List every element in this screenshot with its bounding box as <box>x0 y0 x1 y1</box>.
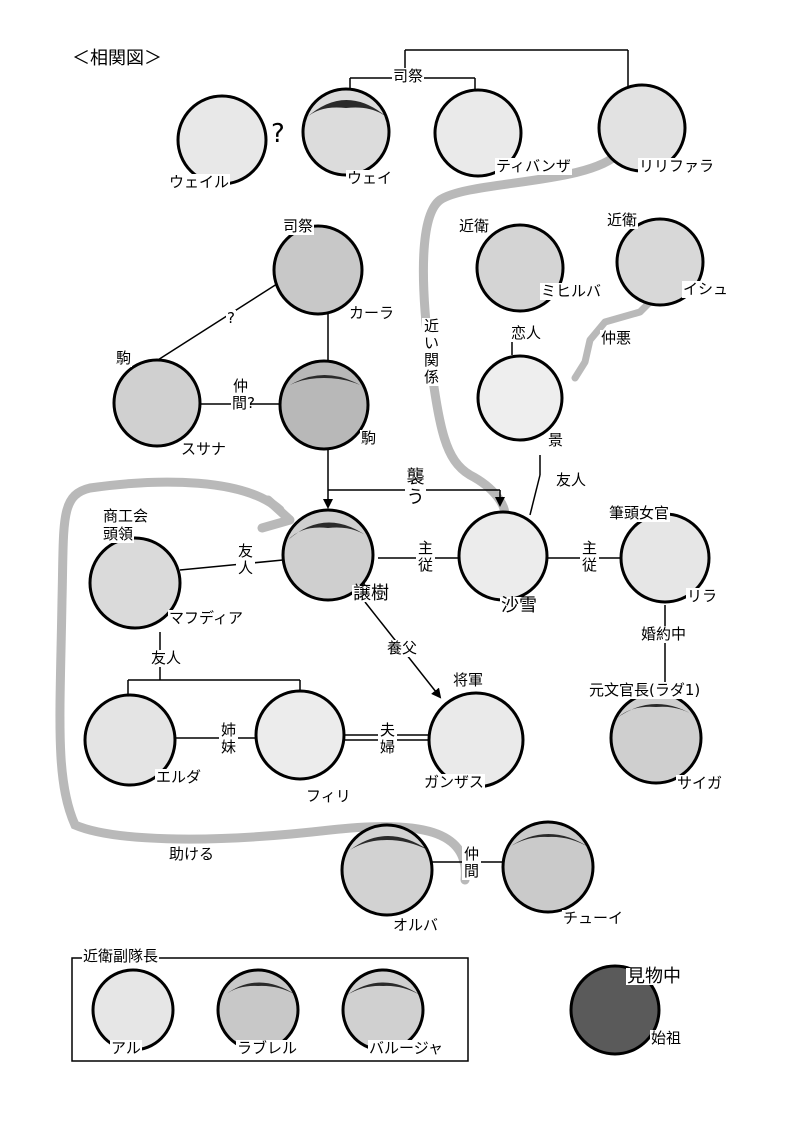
name-rira: リラ <box>686 587 719 605</box>
portrait-susana <box>112 358 202 448</box>
name-kara: カーラ <box>348 304 396 322</box>
help-path <box>55 477 470 885</box>
rel-chikai-kankei: 近い関係 <box>422 317 441 386</box>
name-tivanza: ティバンザ <box>495 157 572 175</box>
portrait-chui <box>501 820 595 914</box>
name-weil: ウェイル <box>168 173 231 191</box>
portrait-koma <box>278 359 370 451</box>
nakawarui-path <box>571 293 659 382</box>
role-shogun: 将軍 <box>452 671 485 689</box>
portrait-aru <box>91 968 175 1052</box>
name-ririfara: リリファラ <box>638 157 716 175</box>
name-ishu: イシュ <box>682 280 730 298</box>
rel-yofu: 養父 <box>386 639 419 657</box>
rel-koibito: 恋人 <box>510 324 543 342</box>
name-kei: 景 <box>547 431 565 449</box>
name-eruda: エルダ <box>155 768 203 786</box>
role-motobunkan: 元文官長(ラダ1) <box>588 681 702 699</box>
portrait-yuzuki <box>281 508 375 602</box>
name-yuzuki: 譲樹 <box>352 583 390 604</box>
portrait-kara <box>272 224 364 316</box>
role-shisai-top: 司祭 <box>392 67 425 85</box>
name-oruba: オルバ <box>392 916 440 934</box>
rel-question-small: ? <box>226 309 236 327</box>
rel-yujin-kei: 友人 <box>555 471 588 489</box>
name-mafudia: マフディア <box>168 609 244 627</box>
rel-shuju1: 主従 <box>416 539 435 574</box>
box-title: 近衛副隊長 <box>82 947 160 965</box>
rel-nakama-q: 仲間? <box>231 377 255 412</box>
name-shiso: 始祖 <box>650 1029 683 1047</box>
rel-question-big: ? <box>270 119 286 149</box>
page-title: ＜相関図＞ <box>72 48 162 69</box>
role-shokokai: 商工会 <box>102 507 150 525</box>
rel-tasukeru: 助ける <box>168 845 216 863</box>
role-konoe-ishu: 近衛 <box>606 211 639 229</box>
portrait-weil <box>176 94 268 186</box>
portrait-ishu <box>615 217 705 307</box>
rel-fufu: 夫婦 <box>378 721 397 756</box>
role-shisai-kara: 司祭 <box>282 217 315 235</box>
rel-shimai: 姉妹 <box>219 721 238 756</box>
name-firi: フィリ <box>305 787 352 805</box>
portrait-sayuki <box>457 510 549 602</box>
name-wei: ウェイ <box>346 169 394 187</box>
role-hitto-jokan: 筆頭女官 <box>608 504 671 522</box>
rel-yujin-eruda: 友人 <box>150 649 183 667</box>
portrait-baruja <box>341 968 425 1052</box>
rel-shuju2: 主従 <box>580 539 599 574</box>
name-mihiruba: ミヒルバ <box>540 282 603 300</box>
name-saiga: サイガ <box>676 774 724 792</box>
portrait-rabureru <box>216 968 300 1052</box>
name-koma: 駒 <box>360 429 378 447</box>
role-koma-susana: 駒 <box>115 349 133 367</box>
portrait-firi <box>254 689 346 781</box>
role-toryo: 頭領 <box>102 525 135 543</box>
portrait-eruda <box>83 693 177 787</box>
portrait-shiso <box>569 964 661 1056</box>
rel-osou: 襲う <box>405 467 426 508</box>
near-relation-path <box>418 147 625 520</box>
name-aru: アル <box>110 1039 142 1057</box>
rel-nakawarui: 仲悪 <box>600 329 633 347</box>
vice-captain-box <box>71 957 469 1062</box>
kenbutsu-label: 見物中 <box>626 966 682 987</box>
name-baruja: バルージャ <box>368 1039 444 1057</box>
name-rabureru: ラブレル <box>236 1039 299 1057</box>
rel-yujin-mafu: 友人 <box>236 542 255 577</box>
name-susana: スサナ <box>180 440 228 458</box>
portrait-mafudia <box>88 536 182 630</box>
name-ganzasu: ガンザス <box>423 773 485 791</box>
name-chui: チューイ <box>562 909 625 927</box>
portrait-kei <box>476 354 564 442</box>
rel-nakama: 仲間 <box>462 845 481 880</box>
rel-konyaku: 婚約中 <box>640 625 688 643</box>
name-sayuki: 沙雪 <box>500 595 538 616</box>
portrait-tivanza <box>433 88 523 178</box>
role-konoe-mihiruba: 近衛 <box>458 217 491 235</box>
portrait-oruba <box>340 823 434 917</box>
